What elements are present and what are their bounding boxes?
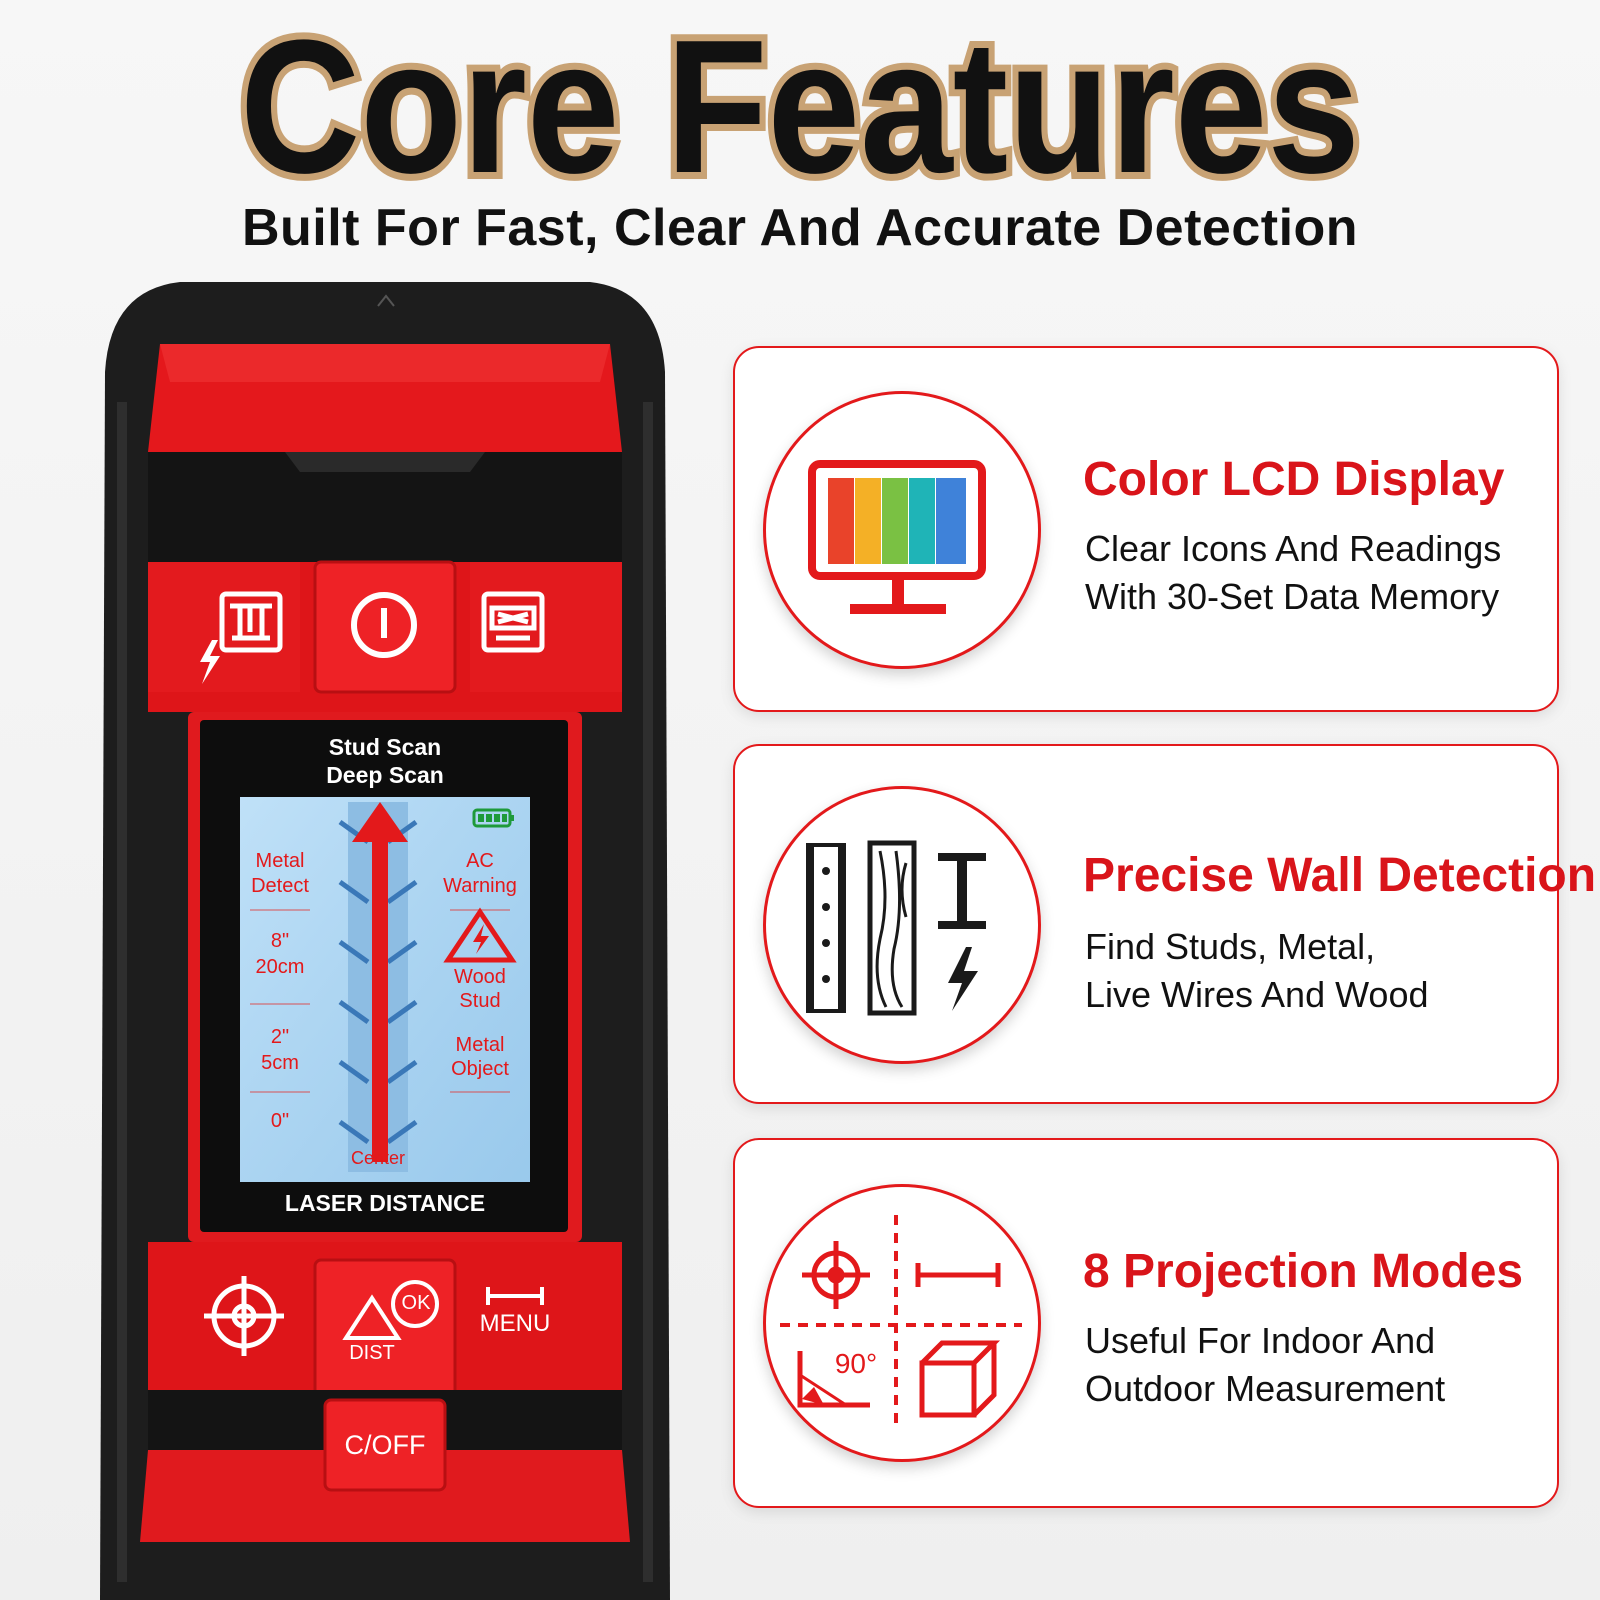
stud-finder-device: Stud Scan Deep Scan Metal Detect 8" 20cm… [100, 282, 670, 1600]
lcd-label-ac: AC [466, 850, 494, 872]
lcd-depth-2in: 2" [270, 1026, 290, 1048]
wall-materials-icon [806, 840, 986, 1016]
device-body [100, 282, 670, 1600]
lightning-icon [200, 640, 220, 684]
menu-button[interactable]: MENU [479, 1310, 551, 1337]
scan-mode-2: Deep Scan [326, 762, 444, 788]
lcd-depth-0in: 0" [270, 1110, 290, 1132]
page-subtitle: Built For Fast, Clear And Accurate Detec… [241, 199, 1359, 257]
cube-icon [919, 1340, 1001, 1418]
page-title: Core Features [240, 1, 1360, 200]
feature-title: Precise Wall Detection [1083, 849, 1597, 902]
projection-modes-icon: 90° [780, 1215, 1022, 1431]
feature-line: Find Studs, Metal, [1085, 926, 1376, 967]
lcd-depth-8in: 8" [270, 930, 290, 952]
feature-card-projection-modes: 90° 8 Projection Modes Useful For Indoor… [733, 1138, 1559, 1508]
feature-card-wall-detection: Precise Wall Detection Find Studs, Metal… [733, 744, 1596, 1104]
feature-title: 8 Projection Modes [1083, 1245, 1524, 1298]
feature-card-color-lcd: Color LCD Display Clear Icons And Readin… [733, 346, 1559, 712]
feature-badge [763, 786, 1041, 1064]
color-monitor-icon [808, 460, 986, 614]
warning-triangle-icon [443, 907, 517, 963]
power-icon [351, 592, 417, 658]
lcd-label-object: Object [451, 1058, 509, 1080]
lcd-center-label: Center [350, 1148, 406, 1168]
lcd-depth-20cm: 20cm [255, 956, 305, 978]
line-measure-icon [915, 1263, 1001, 1287]
lcd-label-warning: Warning [443, 875, 517, 897]
feature-line: Useful For Indoor And [1085, 1320, 1436, 1361]
power-off-button[interactable]: C/OFF [344, 1430, 426, 1460]
screen-footer-label: LASER DISTANCE [284, 1190, 486, 1216]
feature-line: Clear Icons And Readings [1085, 528, 1502, 569]
dist-button[interactable]: DIST [349, 1342, 395, 1364]
angle-icon [797, 1351, 870, 1408]
scan-mode-1: Stud Scan [328, 734, 442, 760]
lcd-label-metal: Metal [255, 850, 305, 872]
deep-scan-icon [481, 591, 545, 653]
lcd-label-wood: Wood [454, 966, 506, 988]
ok-button[interactable]: OK [401, 1292, 431, 1314]
lcd-label-stud: Stud [459, 990, 501, 1012]
measure-icon [486, 1287, 544, 1305]
crosshair-icon [802, 1241, 870, 1309]
headline: Core Features [233, 0, 1367, 200]
lcd-depth-5cm: 5cm [261, 1052, 299, 1074]
feature-title: Color LCD Display [1083, 453, 1505, 506]
wall-scan-icon [219, 591, 283, 653]
level-icon [342, 1280, 439, 1340]
feature-badge [763, 391, 1041, 669]
feature-line: Live Wires And Wood [1085, 974, 1429, 1015]
feature-line: Outdoor Measurement [1085, 1368, 1446, 1409]
svg-text:90°: 90° [835, 1348, 877, 1379]
lcd-label-metal-obj: Metal [455, 1034, 505, 1056]
crosshair-icon [204, 1276, 284, 1356]
feature-badge: 90° [763, 1184, 1041, 1462]
feature-line: With 30-Set Data Memory [1085, 576, 1500, 617]
lcd-label-detect: Detect [251, 875, 309, 897]
